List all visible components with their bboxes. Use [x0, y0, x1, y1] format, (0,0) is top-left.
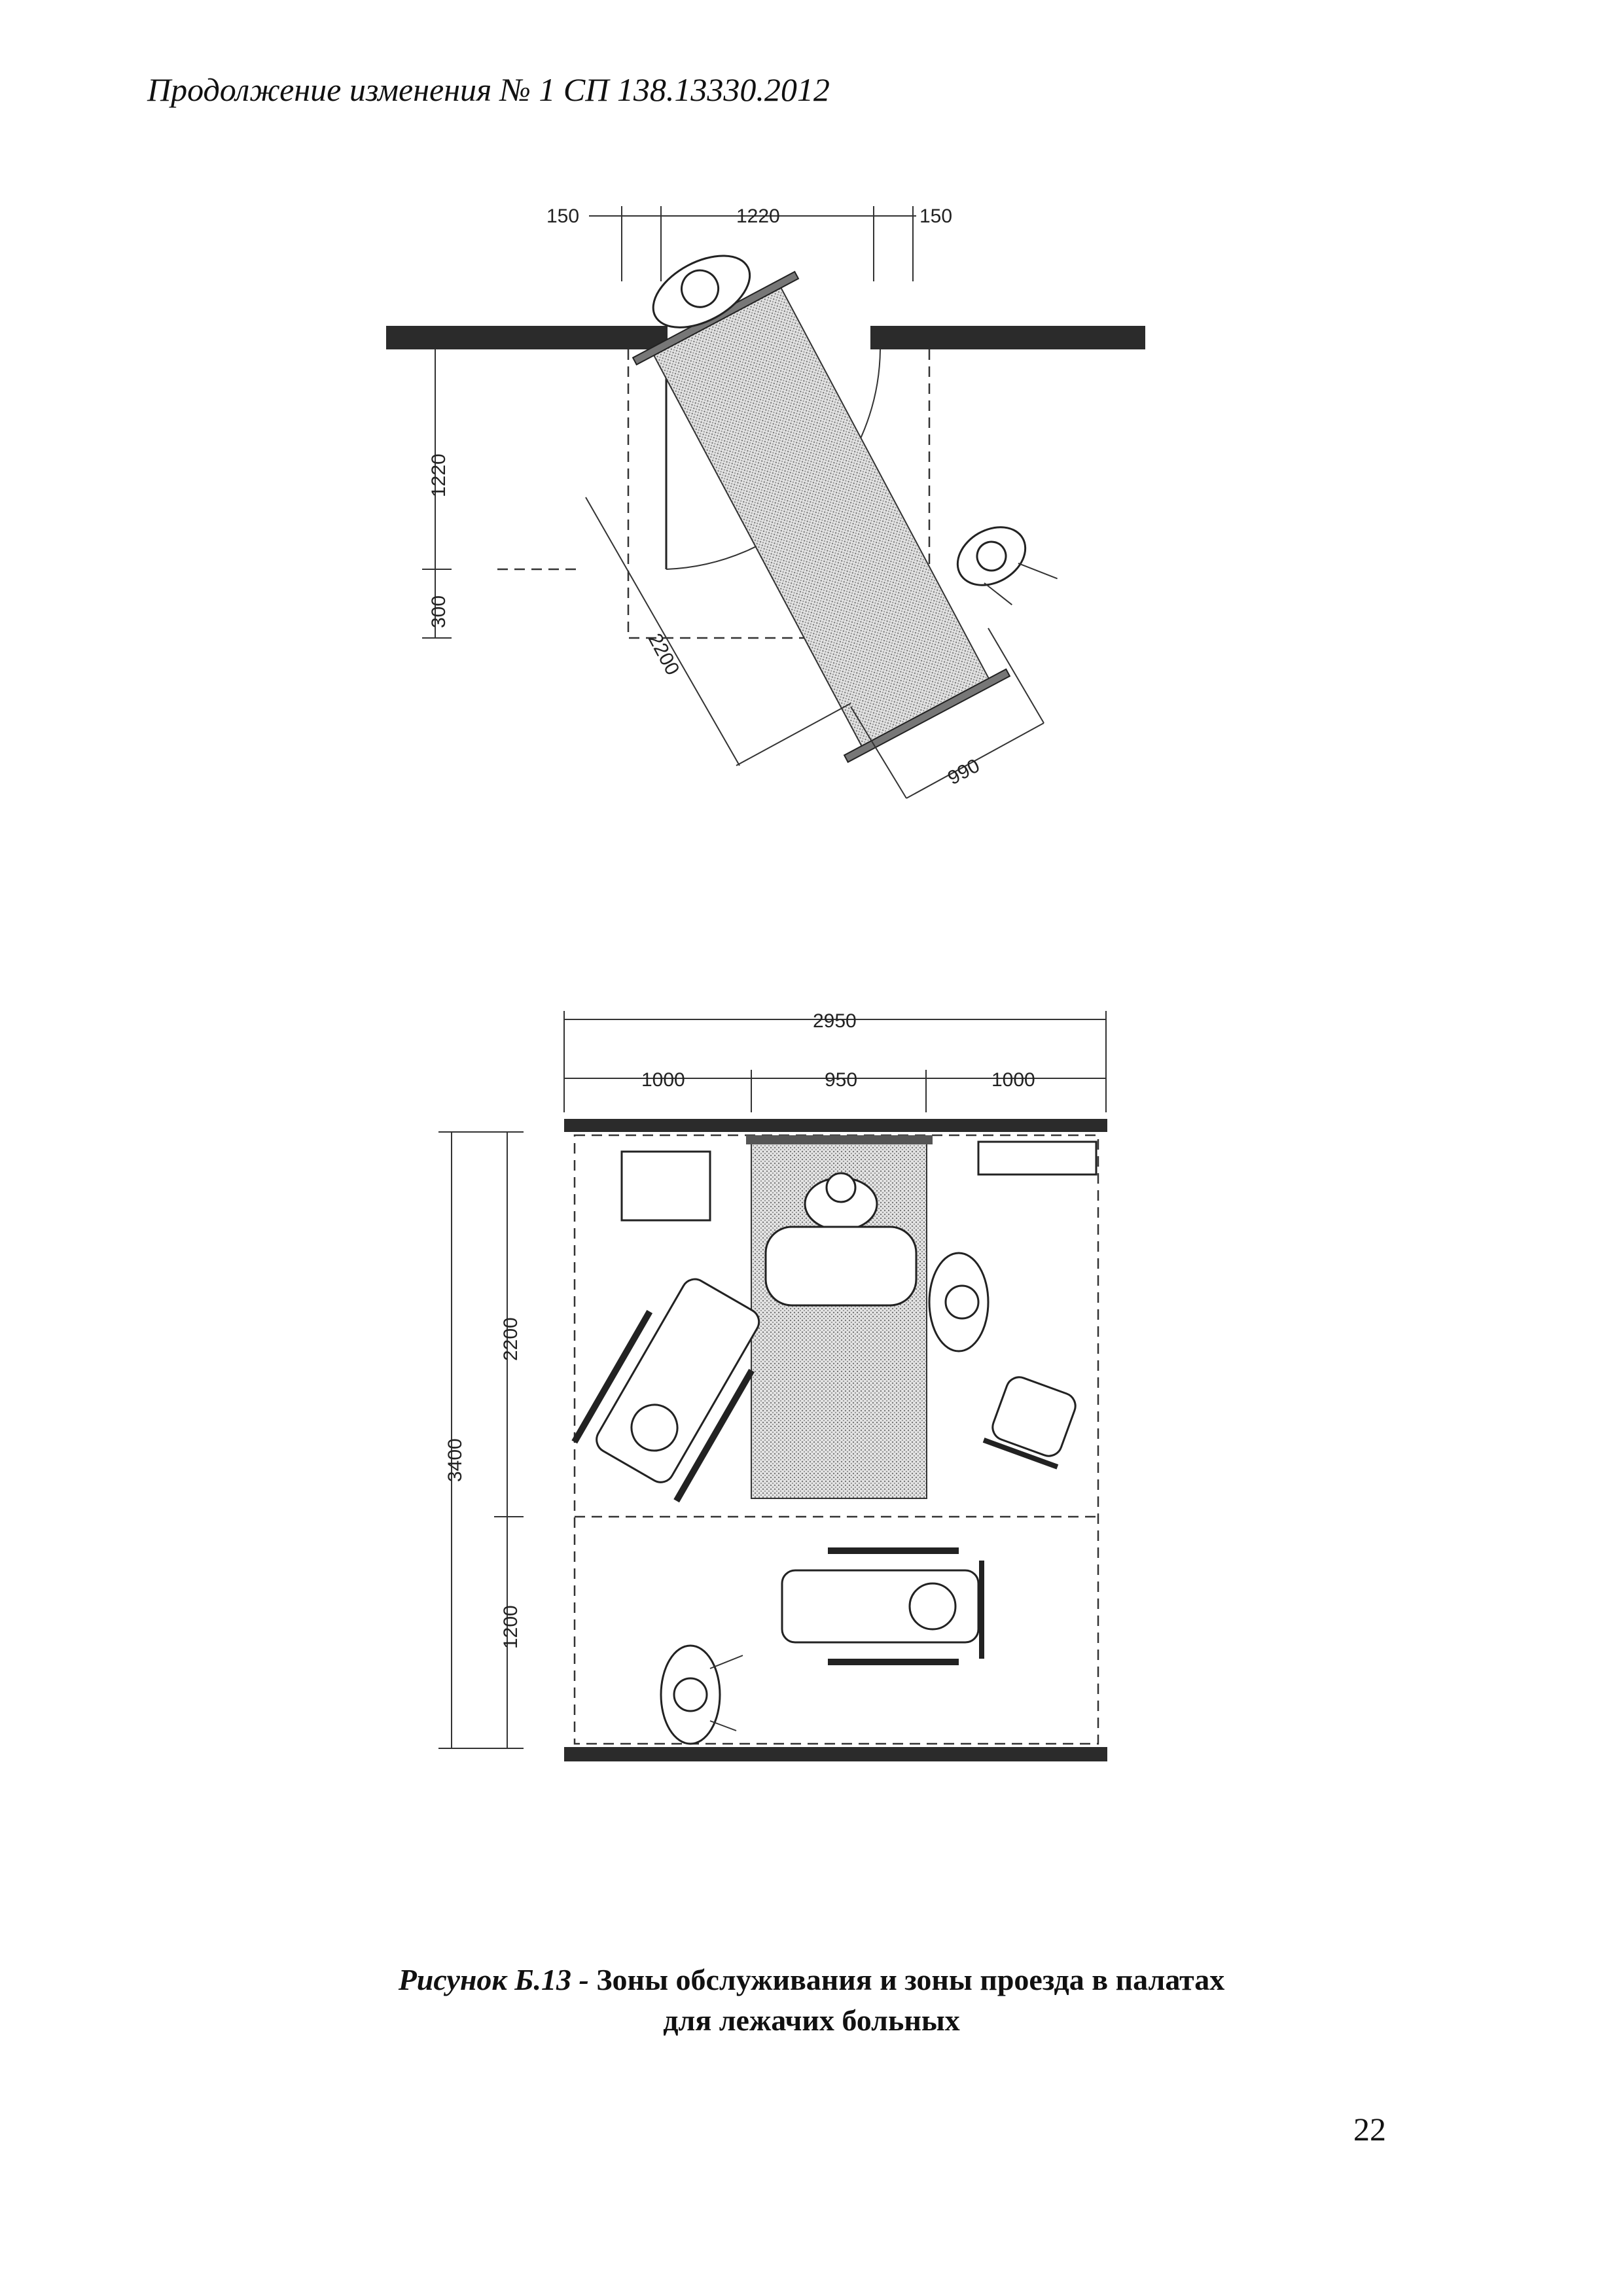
figure-caption: Рисунок Б.13 - Зоны обслуживания и зоны … [0, 1960, 1623, 2041]
figure-door-stretcher: 150 1220 150 1220 300 2200 [386, 205, 1145, 799]
stretcher [632, 255, 1011, 764]
attendant-person [956, 526, 1058, 606]
caption-title-line1: Зоны обслуживания и зоны проезда в палат… [588, 1963, 1225, 1996]
dim-vertical-300: 300 [428, 595, 450, 628]
dim-right-offset: 150 [919, 205, 952, 227]
wheelchair-bottom [781, 1547, 984, 1665]
caption-title-line2: для лежачих больных [663, 2004, 960, 2037]
running-header: Продолжение изменения № 1 СП 138.13330.2… [147, 71, 830, 108]
wall-top [564, 1119, 1107, 1132]
figure-ward-room: 2950 1000 950 1000 3400 2200 1200 [438, 1010, 1107, 1761]
standing-person [660, 1644, 743, 1745]
wall-left [386, 326, 668, 349]
bed-patient [764, 1172, 918, 1307]
dim-door-width: 1220 [736, 205, 780, 227]
dim-upper-zone: 2200 [500, 1317, 522, 1361]
dim-vertical-1220: 1220 [428, 453, 450, 497]
dim-total-width: 2950 [813, 1010, 857, 1032]
wheelchair-left [571, 1278, 760, 1503]
dim-bed-width: 950 [825, 1069, 857, 1091]
page-number: 22 [1353, 2111, 1386, 2147]
dim-total-depth: 3400 [444, 1438, 466, 1482]
dim-left-offset: 150 [546, 205, 579, 227]
dim-lower-zone: 1200 [500, 1605, 522, 1649]
dim-stretcher-length: 2200 [644, 630, 683, 679]
caregiver-person [928, 1252, 990, 1352]
figure-label: Рисунок Б.13 - [398, 1963, 589, 1996]
bedside-table-left [620, 1150, 711, 1222]
dim-right-zone: 1000 [991, 1069, 1035, 1091]
armchair [982, 1376, 1077, 1470]
bedside-table-right [977, 1140, 1097, 1176]
wall-bottom [564, 1747, 1107, 1761]
caption-line-1: Рисунок Б.13 - Зоны обслуживания и зоны … [0, 1960, 1623, 2000]
bed-headboard [746, 1135, 933, 1144]
wall-right [870, 326, 1145, 349]
dim-left-zone: 1000 [641, 1069, 685, 1091]
